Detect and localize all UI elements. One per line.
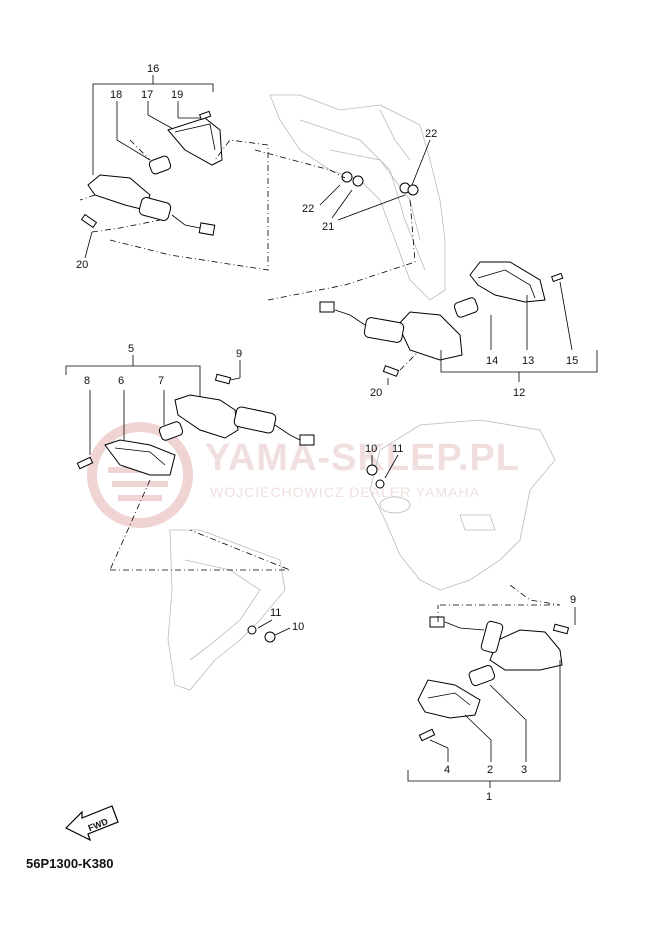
callout-9b: 9 bbox=[570, 594, 576, 606]
lens-13 bbox=[469, 261, 546, 303]
callout-1: 1 bbox=[486, 791, 492, 803]
callout-8: 8 bbox=[84, 375, 90, 387]
callout-11a: 11 bbox=[392, 443, 403, 455]
callout-21: 21 bbox=[322, 221, 334, 233]
callout-15: 15 bbox=[566, 355, 578, 367]
front-cowl-ghost bbox=[369, 419, 556, 591]
screw-4 bbox=[418, 728, 436, 742]
callout-19: 19 bbox=[171, 89, 183, 101]
side-cover-ghost bbox=[167, 529, 286, 691]
callout-10a: 10 bbox=[365, 443, 377, 455]
bulb-3 bbox=[468, 665, 496, 687]
watermark: YAMA-SKLEP.PL WOJCIECHOWICZ DEALER YAMAH… bbox=[87, 422, 520, 528]
watermark-subtitle: WOJCIECHOWICZ DEALER YAMAHA bbox=[210, 484, 480, 500]
watermark-logo bbox=[87, 422, 193, 528]
callout-7: 7 bbox=[158, 375, 164, 387]
callout-9a: 9 bbox=[236, 348, 242, 360]
screw-20a bbox=[80, 213, 98, 229]
assembly-5: 5 8 6 7 9 bbox=[65, 343, 315, 571]
turn-signal-housing-5 bbox=[174, 394, 239, 439]
callout-2: 2 bbox=[487, 764, 493, 776]
callout-18: 18 bbox=[110, 89, 122, 101]
bulb-14 bbox=[453, 297, 479, 318]
lens-2 bbox=[417, 679, 481, 719]
callout-13: 13 bbox=[522, 355, 534, 367]
bulb-18 bbox=[148, 155, 172, 175]
assembly-1: 9 4 2 3 1 bbox=[407, 584, 576, 803]
turn-signal-housing-12 bbox=[397, 311, 463, 361]
callout-10b: 10 bbox=[292, 621, 304, 633]
callout-22b: 22 bbox=[302, 203, 314, 215]
callout-6: 6 bbox=[118, 375, 124, 387]
screw-8 bbox=[76, 456, 94, 470]
callout-3: 3 bbox=[521, 764, 527, 776]
mid-fasteners: 10 11 11 10 bbox=[247, 443, 403, 643]
callout-12: 12 bbox=[513, 387, 525, 399]
assembly-12: 14 13 15 12 20 bbox=[319, 261, 598, 399]
callout-22a: 22 bbox=[425, 128, 437, 140]
callout-11b: 11 bbox=[270, 607, 281, 619]
callout-20b: 20 bbox=[370, 387, 382, 399]
callout-20a: 20 bbox=[76, 259, 88, 271]
fwd-arrow: FWD bbox=[64, 805, 119, 842]
screw-15 bbox=[550, 272, 564, 283]
turn-signal-housing-1 bbox=[489, 629, 563, 671]
lens-17 bbox=[167, 117, 223, 166]
screw-19 bbox=[198, 110, 212, 121]
callout-5: 5 bbox=[128, 343, 134, 355]
bracket-fasteners: 22 22 21 bbox=[254, 128, 437, 301]
rear-frame-ghost bbox=[269, 94, 446, 301]
bulb-7 bbox=[158, 421, 184, 441]
screw-20b bbox=[382, 365, 400, 377]
callout-14: 14 bbox=[486, 355, 498, 367]
screw-9b bbox=[552, 623, 570, 635]
assembly-16: 16 18 17 19 20 bbox=[76, 63, 269, 271]
screw-9a bbox=[214, 373, 232, 385]
callout-17: 17 bbox=[141, 89, 153, 101]
watermark-title: YAMA-SKLEP.PL bbox=[205, 437, 520, 479]
callout-16: 16 bbox=[147, 63, 159, 75]
callout-4: 4 bbox=[444, 764, 450, 776]
diagram-code: 56P1300-K380 bbox=[26, 856, 114, 871]
fwd-arrow-icon bbox=[64, 805, 119, 842]
